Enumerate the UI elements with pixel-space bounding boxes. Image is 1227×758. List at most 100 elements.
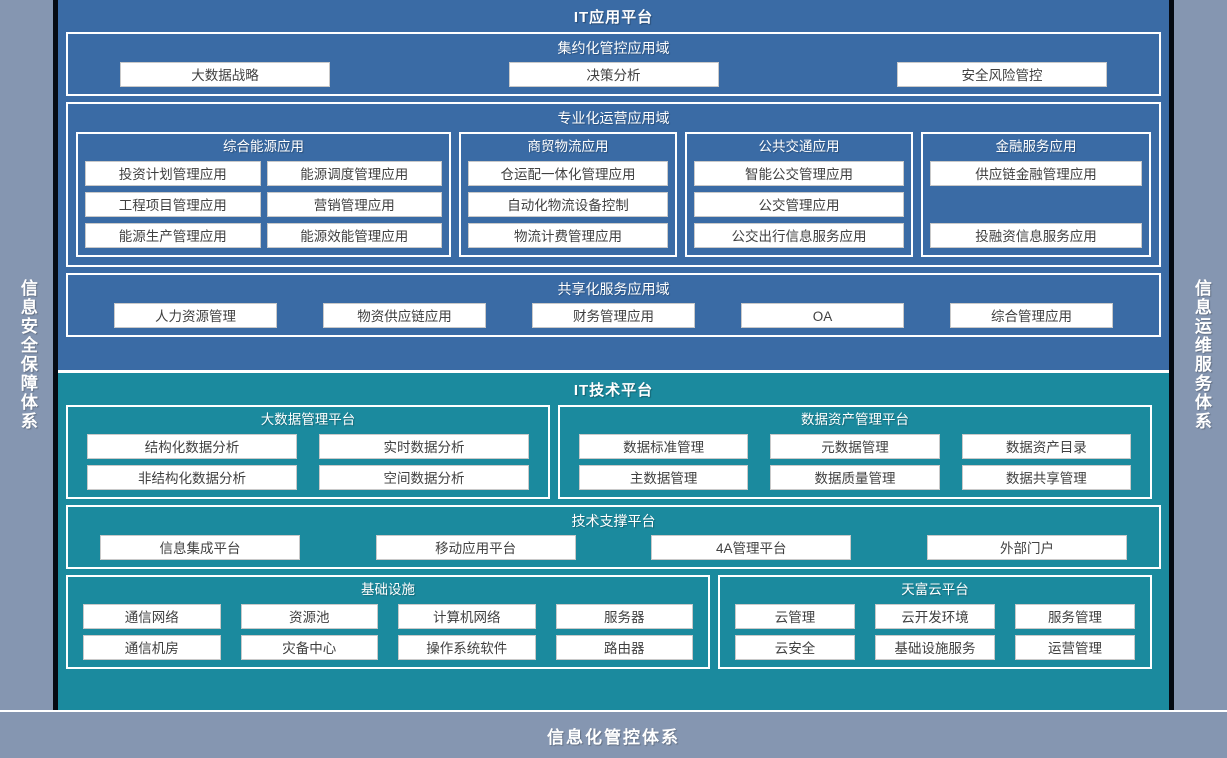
table-row: 物流计费管理应用 [468, 222, 668, 248]
domain-intensive-control: 集约化管控应用域 大数据战略 决策分析 安全风险管控 [66, 32, 1161, 96]
chip-info-integration-platform[interactable]: 信息集成平台 [100, 534, 300, 560]
table-row: 投资计划管理应用 能源调度管理应用 [85, 160, 442, 186]
it-technology-platform: IT技术平台 大数据管理平台 结构化数据分析 实时数据分析 非结构化数据分析 空… [58, 373, 1169, 710]
it-application-platform: IT应用平台 集约化管控应用域 大数据战略 决策分析 安全风险管控 专业化运营应… [58, 0, 1169, 370]
chip-comprehensive-mgmt[interactable]: 综合管理应用 [950, 302, 1113, 328]
bottom-band-informatization-governance: 信息化管控体系 [0, 712, 1227, 758]
chip-cloud-security[interactable]: 云安全 [735, 634, 855, 660]
chip-bus-travel-info-service[interactable]: 公交出行信息服务应用 [694, 222, 904, 248]
tech-row-three: 基础设施 通信网络 资源池 计算机网络 服务器 通信机房 灾备中心 操作系统软件… [66, 574, 1161, 669]
right-frame-divider [1169, 0, 1174, 710]
chip-external-portal[interactable]: 外部门户 [926, 534, 1127, 560]
chip-automated-logistics-equipment-control[interactable]: 自动化物流设备控制 [468, 191, 668, 217]
chip-smart-bus-mgmt[interactable]: 智能公交管理应用 [694, 160, 904, 186]
table-row: 仓运配一体化管理应用 [468, 160, 668, 186]
chip-security-risk-control[interactable]: 安全风险管控 [897, 62, 1107, 87]
intensive-item-row: 大数据战略 决策分析 安全风险管控 [76, 62, 1151, 87]
chip-data-asset-catalog[interactable]: 数据资产目录 [961, 433, 1131, 459]
chip-material-supply-chain[interactable]: 物资供应链应用 [323, 302, 486, 328]
chip-metadata-mgmt[interactable]: 元数据管理 [770, 433, 940, 459]
chip-energy-dispatch-mgmt[interactable]: 能源调度管理应用 [266, 160, 442, 186]
chip-router[interactable]: 路由器 [555, 634, 693, 660]
chip-bus-mgmt[interactable]: 公交管理应用 [694, 191, 904, 217]
table-row: 通信机房 灾备中心 操作系统软件 路由器 [75, 634, 701, 660]
subgroup-financial-services: 金融服务应用 供应链金融管理应用 投融资信息服务应用 [921, 132, 1151, 257]
chip-big-data-strategy[interactable]: 大数据战略 [120, 62, 330, 87]
chip-resource-pool[interactable]: 资源池 [240, 603, 378, 629]
chip-structured-data-analysis[interactable]: 结构化数据分析 [87, 433, 297, 459]
chip-service-mgmt[interactable]: 服务管理 [1015, 603, 1135, 629]
chip-oa[interactable]: OA [741, 302, 904, 328]
chip-data-sharing-mgmt[interactable]: 数据共享管理 [961, 464, 1131, 490]
domain-shared-services: 共享化服务应用域 人力资源管理 物资供应链应用 财务管理应用 OA 综合管理应用 [66, 272, 1161, 337]
chip-data-quality-mgmt[interactable]: 数据质量管理 [770, 464, 940, 490]
chip-server[interactable]: 服务器 [555, 603, 693, 629]
chip-os-software[interactable]: 操作系统软件 [398, 634, 536, 660]
left-rail-label: 信息安全保障体系 [17, 279, 37, 431]
chip-human-resources-mgmt[interactable]: 人力资源管理 [114, 302, 277, 328]
table-row: 供应链金融管理应用 [930, 160, 1142, 186]
table-row: 自动化物流设备控制 [468, 191, 668, 217]
table-row [930, 192, 1142, 217]
shared-item-row: 人力资源管理 物资供应链应用 财务管理应用 OA 综合管理应用 [76, 302, 1151, 328]
chip-operations-mgmt[interactable]: 运营管理 [1015, 634, 1135, 660]
tech-platform-title: IT技术平台 [573, 382, 654, 399]
chip-engineering-project-mgmt[interactable]: 工程项目管理应用 [85, 191, 261, 217]
subgroup-data-asset-title: 数据资产管理平台 [801, 412, 909, 427]
left-rail-information-security: 信息安全保障体系 [0, 0, 53, 710]
table-row: 投融资信息服务应用 [930, 222, 1142, 248]
chip-cloud-dev-environment[interactable]: 云开发环境 [875, 603, 995, 629]
chip-computer-network[interactable]: 计算机网络 [398, 603, 536, 629]
domain-professional-title: 专业化运营应用域 [557, 110, 670, 126]
chip-communication-network[interactable]: 通信网络 [83, 603, 221, 629]
chip-investment-financing-info-service[interactable]: 投融资信息服务应用 [930, 222, 1142, 248]
bottom-band-label: 信息化管控体系 [547, 727, 680, 747]
left-frame-divider [53, 0, 58, 710]
domain-professional-operations: 专业化运营应用域 综合能源应用 投资计划管理应用 能源调度管理应用 工程项目管理… [66, 102, 1161, 267]
app-platform-title: IT应用平台 [573, 9, 654, 26]
subgroup-infrastructure: 基础设施 通信网络 资源池 计算机网络 服务器 通信机房 灾备中心 操作系统软件… [66, 574, 710, 669]
chip-cloud-mgmt[interactable]: 云管理 [735, 603, 855, 629]
subgroup-financial-services-title: 金融服务应用 [995, 139, 1077, 154]
subgroup-integrated-energy: 综合能源应用 投资计划管理应用 能源调度管理应用 工程项目管理应用 营销管理应用… [76, 132, 451, 257]
chip-finance-mgmt[interactable]: 财务管理应用 [532, 302, 695, 328]
subgroup-trade-logistics-title: 商贸物流应用 [527, 139, 609, 154]
chip-supply-chain-finance-mgmt[interactable]: 供应链金融管理应用 [930, 160, 1142, 186]
domain-tech-support-title: 技术支撑平台 [571, 512, 656, 529]
chip-logistics-billing-mgmt[interactable]: 物流计费管理应用 [468, 222, 668, 248]
table-row: 主数据管理 数据质量管理 数据共享管理 [567, 464, 1143, 490]
chip-investment-plan-mgmt[interactable]: 投资计划管理应用 [85, 160, 261, 186]
table-row: 通信网络 资源池 计算机网络 服务器 [75, 603, 701, 629]
chip-energy-production-mgmt[interactable]: 能源生产管理应用 [85, 222, 261, 248]
subgroup-trade-logistics: 商贸物流应用 仓运配一体化管理应用 自动化物流设备控制 物流计费管理应用 [459, 132, 677, 257]
subgroup-tianfu-cloud-title: 天富云平台 [901, 581, 969, 597]
subgroup-big-data-platform: 大数据管理平台 结构化数据分析 实时数据分析 非结构化数据分析 空间数据分析 [66, 405, 550, 499]
subgroup-big-data-title: 大数据管理平台 [260, 412, 356, 427]
chip-spatial-data-analysis[interactable]: 空间数据分析 [319, 464, 529, 490]
chip-infrastructure-service[interactable]: 基础设施服务 [875, 634, 995, 660]
chip-decision-analysis[interactable]: 决策分析 [508, 62, 719, 87]
chip-disaster-recovery-center[interactable]: 灾备中心 [240, 634, 378, 660]
right-rail-it-operations: 信息运维服务体系 [1174, 0, 1227, 710]
subgroup-public-transit: 公共交通应用 智能公交管理应用 公交管理应用 公交出行信息服务应用 [685, 132, 913, 257]
chip-master-data-mgmt[interactable]: 主数据管理 [579, 464, 749, 490]
subgroup-public-transit-title: 公共交通应用 [758, 139, 840, 154]
subgroup-data-asset-platform: 数据资产管理平台 数据标准管理 元数据管理 数据资产目录 主数据管理 数据质量管… [558, 405, 1152, 499]
chip-placeholder-empty [930, 192, 1142, 217]
chip-4a-mgmt-platform[interactable]: 4A管理平台 [651, 534, 852, 560]
chip-unstructured-data-analysis[interactable]: 非结构化数据分析 [87, 464, 297, 490]
table-row: 工程项目管理应用 营销管理应用 [85, 191, 442, 217]
chip-communication-room[interactable]: 通信机房 [83, 634, 221, 660]
table-row: 云安全 基础设施服务 运营管理 [727, 634, 1143, 660]
chip-marketing-mgmt[interactable]: 营销管理应用 [266, 191, 442, 217]
chip-realtime-data-analysis[interactable]: 实时数据分析 [319, 433, 529, 459]
chip-data-standard-mgmt[interactable]: 数据标准管理 [579, 433, 749, 459]
table-row: 非结构化数据分析 空间数据分析 [75, 464, 541, 490]
chip-mobile-app-platform[interactable]: 移动应用平台 [375, 534, 576, 560]
chip-energy-efficiency-mgmt[interactable]: 能源效能管理应用 [266, 222, 442, 248]
chip-warehouse-transport-integration[interactable]: 仓运配一体化管理应用 [468, 160, 668, 186]
table-row: 能源生产管理应用 能源效能管理应用 [85, 222, 442, 248]
table-row: 公交管理应用 [694, 191, 904, 217]
right-rail-label: 信息运维服务体系 [1191, 279, 1211, 431]
